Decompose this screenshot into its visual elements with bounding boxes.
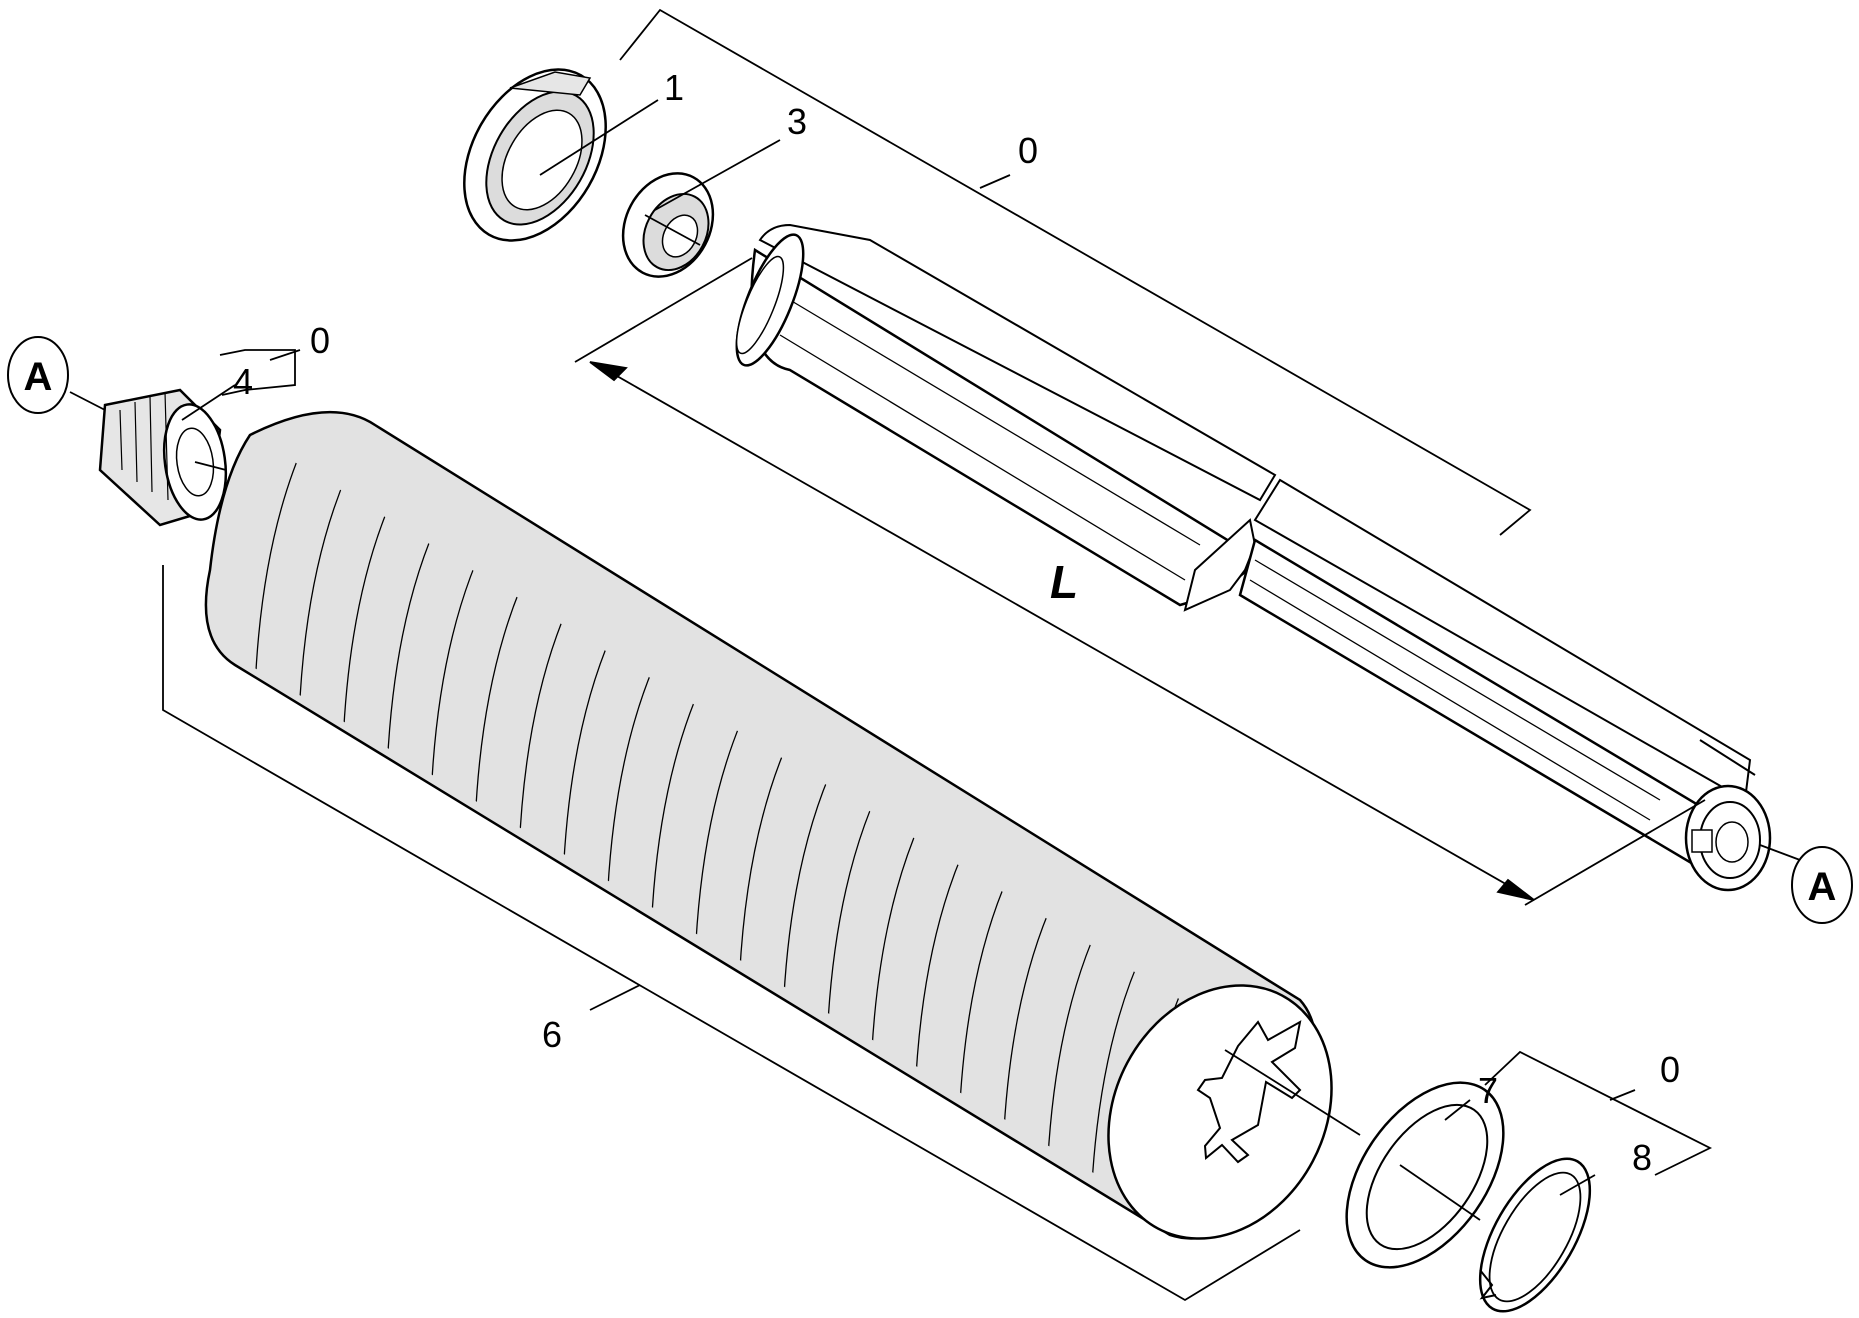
- leader-a-right: [1759, 844, 1801, 861]
- leader-7: [1444, 1099, 1471, 1121]
- dimension-l: [574, 257, 1706, 906]
- roller-hub-socket: [1196, 1020, 1302, 1164]
- callout-labels: 1 3 0 0 4 6 7 0 8: [233, 67, 1680, 1178]
- leader-0-right: [1609, 1089, 1636, 1101]
- drive-shaft: [735, 223, 1772, 892]
- leader-a-left: [69, 391, 106, 411]
- callout-0-top: 0: [1018, 130, 1038, 171]
- bracket-top-assembly: [619, 8, 1532, 536]
- bracket-gear-group: [219, 349, 296, 396]
- axis-line-roller: [1224, 1049, 1361, 1136]
- callout-0-left: 0: [310, 320, 330, 361]
- axis-line-washer: [1399, 1164, 1481, 1221]
- callout-3: 3: [787, 101, 807, 142]
- bracket-fastener-group: [1484, 1050, 1713, 1176]
- leader-lines: [69, 99, 1801, 1221]
- washer: [1345, 1081, 1505, 1269]
- callout-7: 7: [1478, 1070, 1498, 1111]
- callout-0-right: 0: [1660, 1049, 1680, 1090]
- leader-0-left: [269, 349, 301, 361]
- callout-1: 1: [664, 67, 684, 108]
- leader-3: [654, 139, 781, 211]
- reference-letter-left: A: [24, 355, 53, 399]
- assembly-brackets: [162, 8, 1713, 1302]
- bracket-roller-assembly: [162, 565, 1301, 1302]
- axis-line-bearing: [644, 214, 701, 246]
- callout-8: 8: [1632, 1137, 1652, 1178]
- leader-6: [589, 984, 641, 1011]
- flange-bracket: [463, 68, 607, 242]
- leader-1: [539, 99, 659, 176]
- axis-line-gear: [194, 461, 227, 471]
- leader-4: [181, 384, 236, 421]
- callout-6: 6: [542, 1014, 562, 1055]
- circlip: [1478, 1157, 1592, 1313]
- reference-marker-a-right: A: [1791, 846, 1853, 924]
- reference-letter-right: A: [1808, 865, 1837, 909]
- leader-0-top: [979, 174, 1011, 189]
- gear-coupling: [98, 388, 228, 527]
- callout-4: 4: [233, 361, 253, 402]
- reference-marker-a-left: A: [7, 336, 69, 414]
- leader-8: [1559, 1174, 1596, 1196]
- dimension-l-label: L: [1050, 556, 1078, 608]
- roller-brush-body: [204, 410, 1333, 1240]
